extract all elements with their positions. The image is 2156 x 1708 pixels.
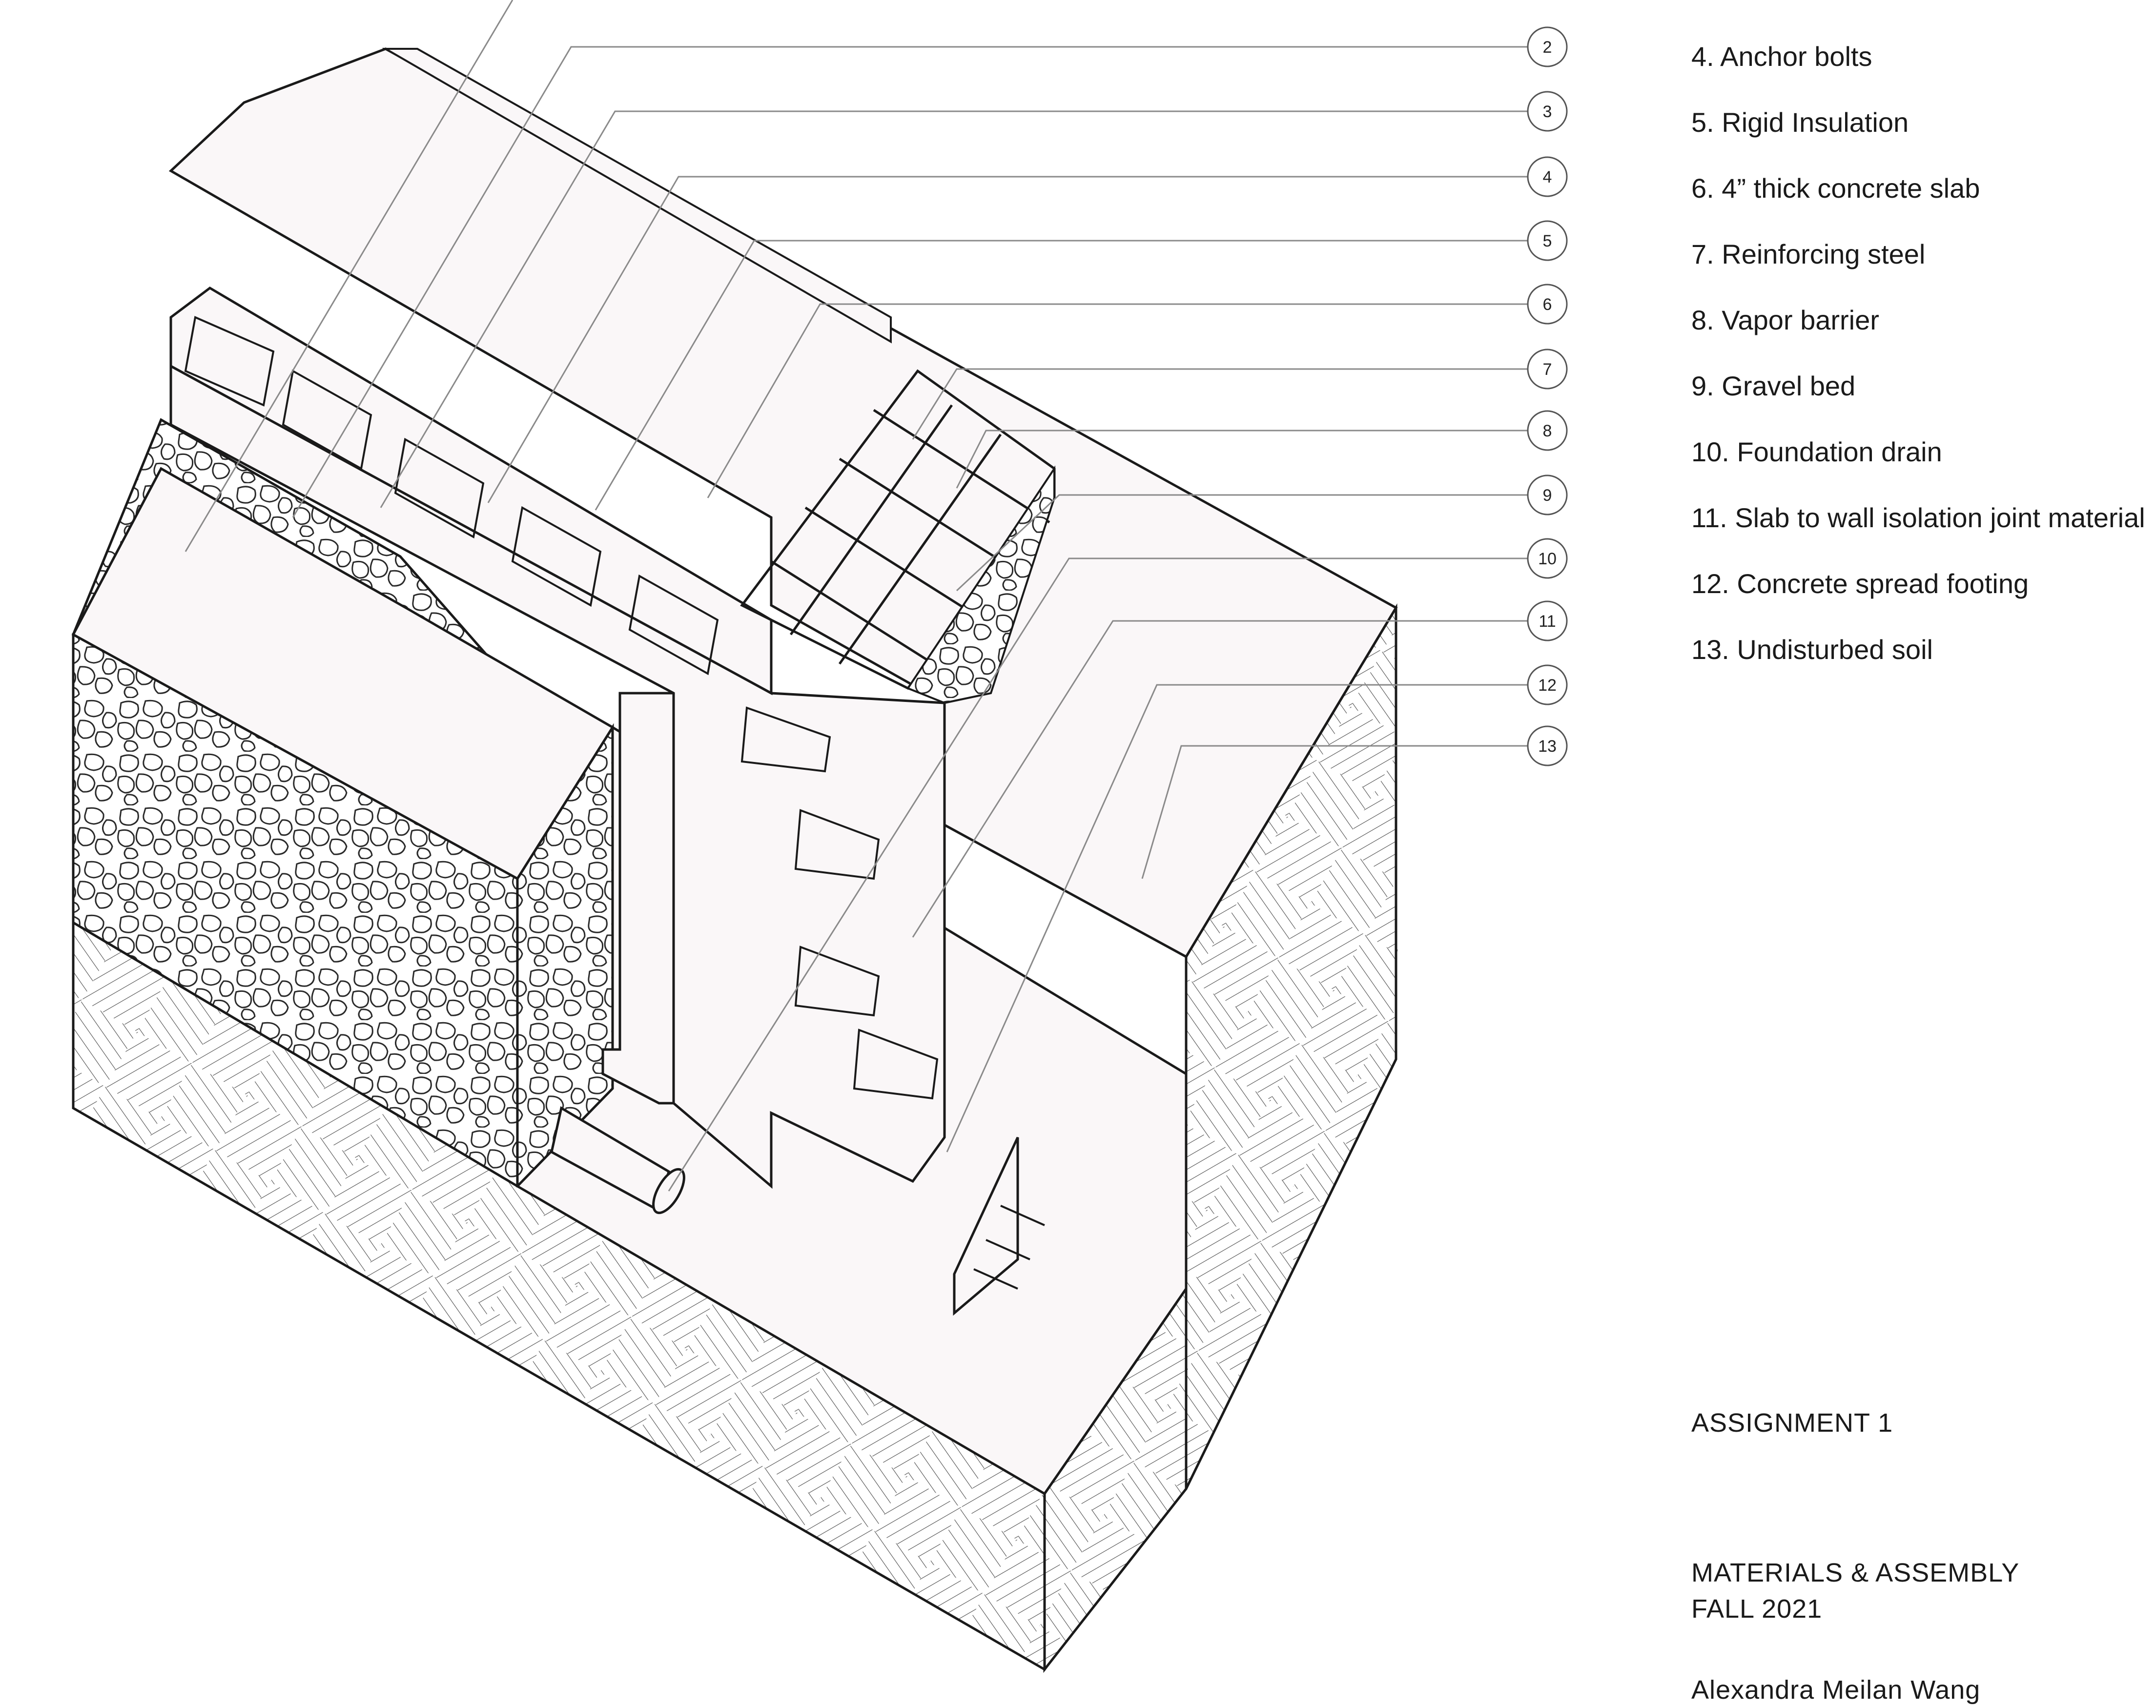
- callout-4: 4: [1527, 156, 1568, 197]
- callout-5: 5: [1527, 220, 1568, 261]
- callout-label: 7: [1543, 360, 1552, 379]
- callout-label: 13: [1538, 737, 1557, 756]
- callout-9: 9: [1527, 474, 1568, 515]
- author-name: Alexandra Meilan Wang: [1691, 1675, 1981, 1705]
- callout-13: 13: [1527, 725, 1568, 766]
- callout-6: 6: [1527, 284, 1568, 325]
- callout-label: 9: [1543, 486, 1552, 505]
- legend-item: 13. Undisturbed soil: [1691, 634, 1933, 665]
- assignment-title: ASSIGNMENT 1: [1691, 1408, 1893, 1438]
- callout-label: 6: [1543, 295, 1552, 314]
- legend-item: 12. Concrete spread footing: [1691, 568, 2029, 599]
- leader-lines: [185, 0, 1528, 1192]
- materials-legend: 4. Anchor bolts 5. Rigid Insulation 6. 4…: [1691, 23, 2145, 682]
- callout-3: 3: [1527, 91, 1568, 132]
- callout-label: 11: [1539, 612, 1556, 631]
- vapor-barrier: [906, 465, 1055, 704]
- term: FALL 2021: [1691, 1594, 1823, 1624]
- callout-bubbles: 2 3 4 5 6 7 8 9 10 11 12 13: [1527, 26, 1568, 766]
- callout-12: 12: [1527, 664, 1568, 705]
- callout-label: 10: [1538, 550, 1557, 568]
- callout-7: 7: [1527, 349, 1568, 390]
- legend-item: 9. Gravel bed: [1691, 370, 1856, 401]
- callout-label: 12: [1538, 676, 1557, 695]
- callout-10: 10: [1527, 538, 1568, 579]
- callout-label: 8: [1543, 422, 1552, 440]
- legend-item: 5. Rigid Insulation: [1691, 107, 1909, 138]
- callout-label: 3: [1543, 103, 1552, 121]
- callout-label: 5: [1543, 232, 1552, 250]
- legend-item: 6. 4” thick concrete slab: [1691, 173, 1980, 204]
- slab-top-surface: [71, 47, 1398, 959]
- callout-8: 8: [1527, 410, 1568, 451]
- course-name: MATERIALS & ASSEMBLY: [1691, 1558, 2020, 1587]
- callout-label: 4: [1543, 168, 1552, 186]
- legend-item: 8. Vapor barrier: [1691, 305, 1879, 335]
- legend-item: 11. Slab to wall isolation joint materia…: [1691, 502, 2145, 533]
- callout-11: 11: [1527, 600, 1568, 641]
- legend-item: 10. Foundation drain: [1691, 436, 1942, 467]
- callout-2: 2: [1527, 26, 1568, 67]
- legend-item: 4. Anchor bolts: [1691, 41, 1872, 72]
- cmu-block-wall: [169, 286, 946, 1189]
- callout-label: 2: [1543, 38, 1552, 57]
- legend-item: 7. Reinforcing steel: [1691, 239, 1926, 269]
